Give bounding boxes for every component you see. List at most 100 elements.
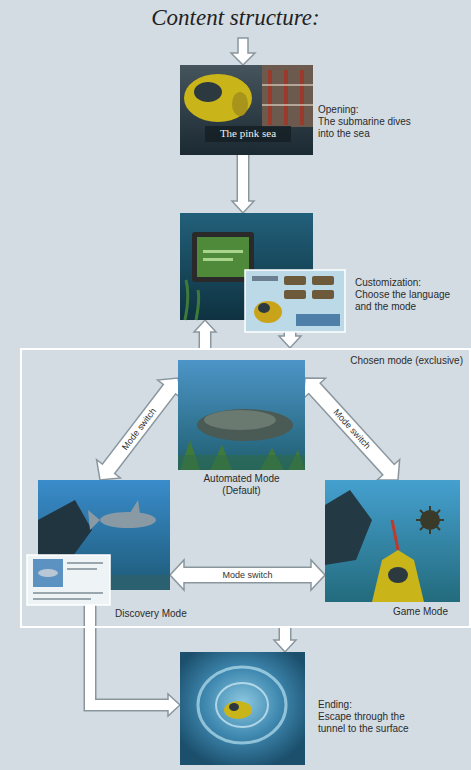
edge-label: Mode switch <box>220 570 274 580</box>
opening-screenshot <box>180 65 313 155</box>
node-heading: Ending: <box>318 699 426 711</box>
customization-screenshot <box>180 213 345 332</box>
flow-arrow <box>194 320 216 348</box>
customization-screenshot-part <box>197 237 249 277</box>
automated-mode-screenshot-part <box>178 455 305 470</box>
node-heading: Customization: <box>355 277 463 289</box>
screenshot-box: Automated Mode (Default) <box>178 360 305 470</box>
discovery-mode-screenshot-part <box>130 500 140 514</box>
ending-screenshot-part <box>180 652 305 765</box>
flow-arrow <box>274 628 296 652</box>
opening-screenshot-part <box>232 92 248 116</box>
edge-label: Mode switch <box>330 406 374 453</box>
automated-mode-screenshot-part <box>197 409 293 441</box>
screenshot-box: Customization:Choose the language and th… <box>180 213 313 320</box>
game-mode-screenshot-part <box>325 490 372 565</box>
arrow-body <box>280 628 290 642</box>
flow-arrow <box>303 378 399 480</box>
discovery-mode-screenshot-part <box>67 562 103 564</box>
opening-screenshot-part <box>268 70 272 125</box>
automated-mode-screenshot-part <box>204 410 276 430</box>
opening-screenshot-part <box>284 70 288 125</box>
entry-arrow <box>231 38 255 65</box>
discovery-mode-screenshot-part <box>33 559 63 587</box>
customization-screenshot-part <box>203 258 233 261</box>
ending-screenshot <box>180 652 305 765</box>
customization-screenshot-part <box>284 276 306 285</box>
game-mode-screenshot-part <box>392 520 398 550</box>
customization-screenshot-part <box>203 250 243 253</box>
customization-screenshot-part <box>296 314 340 326</box>
automated-mode-screenshot <box>178 360 305 470</box>
customization-screenshot-part <box>312 290 334 299</box>
discovery-mode-screenshot <box>27 480 170 605</box>
arrow-body <box>183 568 313 582</box>
edge-label: Mode switch <box>119 405 160 454</box>
node-text: Escape through the tunnel to the surface <box>318 711 426 735</box>
arrow-body <box>108 388 171 470</box>
ending-screenshot-part <box>229 703 239 711</box>
arrow-outline <box>90 590 168 705</box>
customization-screenshot-part <box>254 301 282 323</box>
arrow-head <box>279 336 301 348</box>
flow-arrow <box>232 155 254 213</box>
screenshot-box: Opening:The submarine dives into the sea <box>180 65 313 155</box>
game-mode-screenshot-part <box>388 567 408 583</box>
entry-arrow-part <box>231 38 255 65</box>
arrow-body <box>90 590 170 705</box>
arrow-body <box>238 155 248 203</box>
customization-screenshot-part <box>252 276 278 281</box>
screenshot-box: Ending:Escape through the tunnel to the … <box>180 652 305 765</box>
node-text: Choose the language and the mode <box>355 289 463 313</box>
arrow-head <box>168 694 180 716</box>
node-text: Discovery Mode <box>115 608 187 620</box>
ending-screenshot-part <box>224 701 252 719</box>
ending-screenshot-part <box>198 667 286 743</box>
opening-screenshot-part <box>262 65 313 127</box>
customization-screenshot-part <box>284 290 306 299</box>
node-text: Automated Mode (Default) <box>191 473 292 497</box>
discovery-mode-screenshot-part <box>88 510 100 530</box>
game-mode-screenshot-part <box>416 506 444 534</box>
node-caption: Ending:Escape through the tunnel to the … <box>318 699 426 735</box>
node-caption: Game Mode <box>393 606 448 618</box>
arrow-head <box>194 320 216 332</box>
arrow-head <box>311 560 325 590</box>
game-mode-screenshot <box>325 480 460 602</box>
opening-screenshot-part <box>180 65 313 155</box>
game-mode-screenshot-part <box>325 480 460 602</box>
opening-screenshot-part <box>262 104 313 106</box>
discovery-mode-screenshot-part <box>67 568 97 570</box>
opening-screenshot-part <box>262 84 313 86</box>
arrow-head <box>274 640 296 652</box>
discovery-mode-screenshot-part <box>33 598 91 600</box>
customization-screenshot-part <box>245 270 345 332</box>
customization-screenshot-part <box>312 276 334 285</box>
mode-group: Automated Mode (Default)Discovery ModeGa… <box>20 348 471 628</box>
arrow-body <box>200 331 210 349</box>
node-caption: Chosen mode (exclusive) <box>350 355 463 367</box>
arrow-head <box>170 560 184 590</box>
discovery-mode-screenshot-part <box>100 512 156 528</box>
screenshot-box: Discovery Mode <box>38 480 170 590</box>
ending-screenshot-part <box>216 683 268 727</box>
node-text: Game Mode <box>393 606 448 618</box>
opening-screenshot-part <box>184 74 252 122</box>
node-caption: Automated Mode (Default) <box>191 473 292 497</box>
automated-mode-screenshot-part <box>178 360 305 470</box>
diagram-title: Content structure: <box>0 4 471 32</box>
arrow-head <box>232 201 254 213</box>
opening-screenshot-part <box>300 70 304 125</box>
screen-caption: The pink sea <box>205 127 291 140</box>
node-text: The submarine dives into the sea <box>318 116 426 140</box>
node-caption: Discovery Mode <box>115 608 187 620</box>
node-caption: Customization:Choose the language and th… <box>355 277 463 313</box>
flow-arrow <box>97 378 182 480</box>
discovery-mode-screenshot-part <box>27 555 110 605</box>
opening-screenshot-part <box>194 82 222 102</box>
flow-arrow <box>170 560 325 590</box>
node-text: Chosen mode (exclusive) <box>350 355 463 367</box>
screenshot-box: Game Mode <box>325 480 460 602</box>
